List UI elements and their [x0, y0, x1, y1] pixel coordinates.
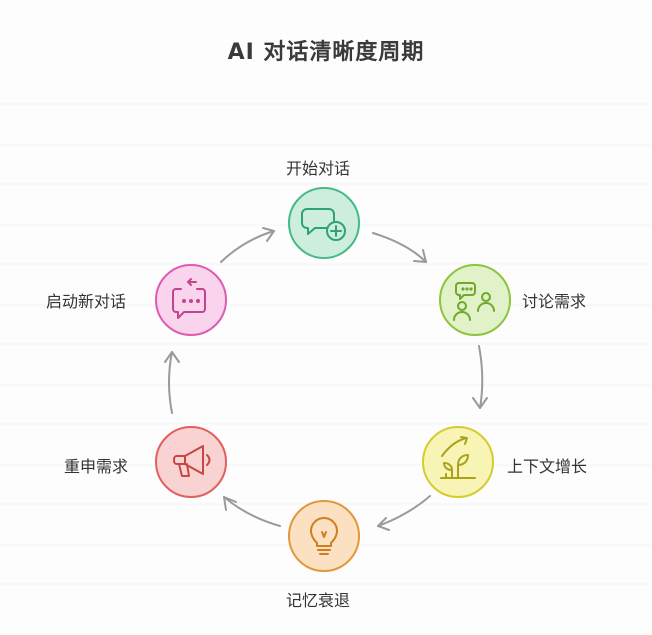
- stage-label-discuss: 讨论需求: [522, 292, 587, 311]
- chat-plus-icon: [301, 208, 346, 241]
- stage-circle-start: [288, 187, 360, 259]
- diagram-title: AI 对话清晰度周期: [227, 40, 425, 65]
- stage-label-context: 上下文增长: [507, 457, 588, 476]
- arrow-start-to-discuss: [372, 232, 427, 263]
- stage-label-memory: 记忆衰退: [286, 591, 351, 610]
- stage-label-restate: 重申需求: [64, 457, 129, 476]
- arrow-newchat-to-start: [220, 227, 275, 263]
- arrow-discuss-to-context: [472, 345, 488, 409]
- stage-label-newchat: 启动新对话: [46, 292, 127, 311]
- stage-circle-restate: [155, 426, 227, 498]
- stage-label-start: 开始对话: [286, 159, 351, 178]
- new-message-icon: [172, 278, 206, 319]
- plant-growth-icon: [440, 436, 476, 479]
- stage-circle-discuss: [439, 264, 511, 336]
- arrow-restate-to-newchat: [164, 351, 180, 414]
- arrow-memory-to-restate: [223, 496, 281, 527]
- people-discussion-icon: [453, 282, 495, 321]
- arrow-context-to-memory: [377, 495, 431, 531]
- lightbulb-icon: [310, 517, 338, 555]
- megaphone-icon: [173, 445, 211, 477]
